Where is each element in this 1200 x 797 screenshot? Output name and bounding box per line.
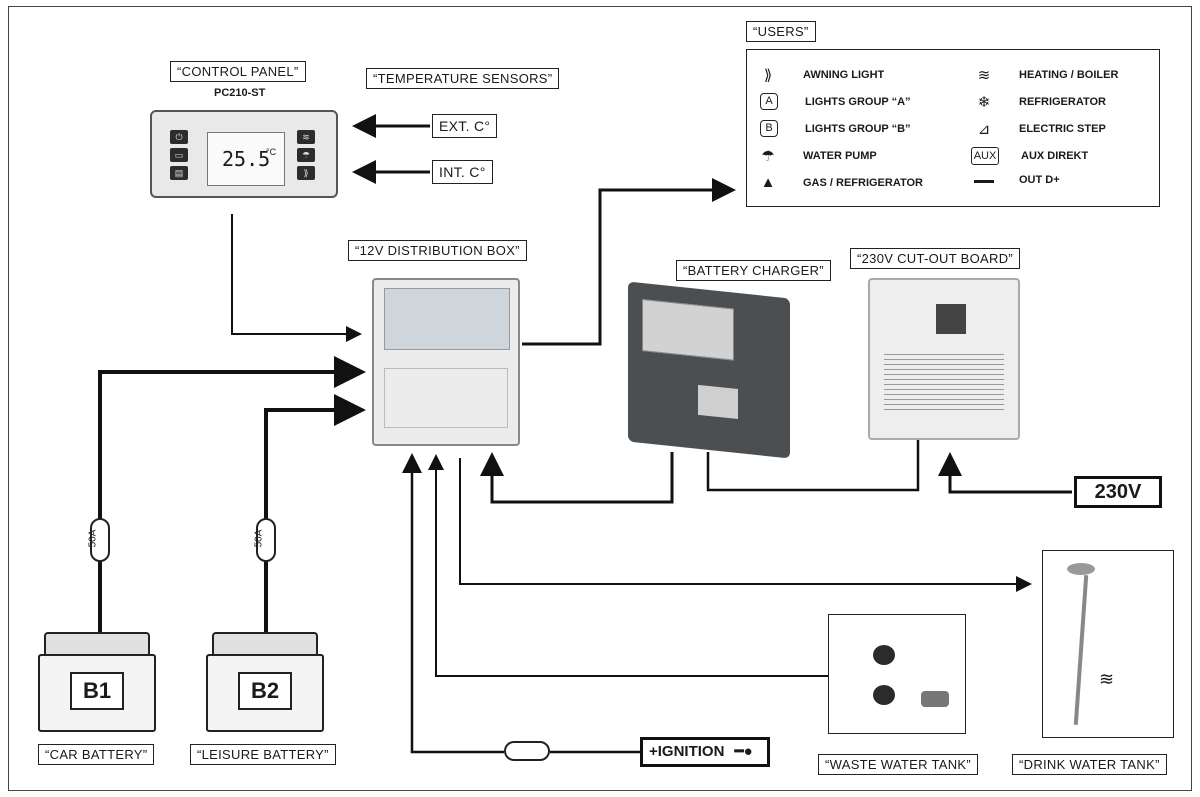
- user-label: OUT D+: [1019, 174, 1060, 186]
- user-label: AUX DIREKT: [1021, 150, 1089, 162]
- drink-tank-box: ≋: [1042, 550, 1174, 738]
- warning-icon: [698, 384, 738, 420]
- ext-temp-sensor: EXT. C°: [432, 114, 498, 138]
- panel-display: 25.5 °C: [207, 132, 285, 186]
- water-level-icon: ≋: [1099, 669, 1115, 689]
- battery-b2-label: B2: [238, 672, 292, 710]
- control-panel-model: PC210-ST: [214, 87, 266, 99]
- leisure-battery-label: “LEISURE BATTERY”: [190, 744, 336, 765]
- distribution-box-device: [372, 278, 520, 446]
- water-pump-icon: ☂: [761, 148, 775, 165]
- display-unit: °C: [266, 147, 277, 157]
- user-label: GAS / REFRIGERATOR: [803, 176, 923, 189]
- user-lights-group-b: B LIGHTS GROUP “B”: [755, 120, 911, 137]
- aux-direkt-icon: AUX: [971, 147, 999, 165]
- waste-tank-box: [828, 614, 966, 734]
- tank-sensor-icon: [921, 691, 949, 707]
- power-button-icon: ⏻: [170, 130, 188, 144]
- key-icon: ━●: [734, 743, 753, 760]
- cutout-board-device: [868, 278, 1020, 440]
- out-d-plus-icon: ▬▬: [974, 174, 994, 186]
- waste-tank-label: “WASTE WATER TANK”: [818, 754, 978, 775]
- heater-button-icon: ≋: [297, 130, 315, 144]
- awning-light-icon: ⟫: [763, 67, 773, 84]
- gas-refrigerator-icon: ▲: [760, 174, 776, 191]
- fuse-compartment: [384, 288, 510, 350]
- user-awning-light: ⟫ AWNING LIGHT: [755, 66, 884, 84]
- car-battery-label: “CAR BATTERY”: [38, 744, 155, 765]
- users-label: “USERS”: [746, 21, 816, 42]
- user-label: LIGHTS GROUP “A”: [805, 95, 911, 108]
- control-panel-device: ⏻ ▭ ▤ ≋ ☂ ⟫ 25.5 °C: [150, 110, 338, 198]
- heating-boiler-icon: ≋: [977, 67, 991, 84]
- fuse-rating-label: 50A: [253, 529, 265, 548]
- users-box: ⟫ AWNING LIGHT A LIGHTS GROUP “A” B LIGH…: [746, 49, 1160, 207]
- level-probe-icon: [873, 645, 895, 665]
- battery-terminals: [212, 632, 318, 656]
- user-label: LIGHTS GROUP “B”: [805, 122, 911, 135]
- ignition-fuse: [504, 741, 550, 761]
- fuse-leisure-battery: 50A: [253, 518, 276, 562]
- control-panel-label: “CONTROL PANEL”: [170, 61, 306, 82]
- tank-button-icon: ▤: [170, 166, 188, 180]
- temperature-sensors-label: “TEMPERATURE SENSORS”: [366, 68, 560, 89]
- electric-step-icon: ⊿: [977, 121, 991, 138]
- pump-button-icon: ☂: [297, 148, 315, 162]
- display-temperature: 25.5: [222, 147, 271, 171]
- lights-group-a-icon: A: [760, 93, 778, 110]
- leisure-battery-device: B2: [206, 632, 324, 732]
- mains-230v-input: 230V: [1074, 476, 1162, 508]
- level-probe-icon: [873, 685, 895, 705]
- user-gas-refrigerator: ▲ GAS / REFRIGERATOR: [755, 174, 923, 191]
- user-label: REFRIGERATOR: [1019, 96, 1106, 108]
- charger-plate: [642, 298, 734, 361]
- distribution-box-label: “12V DISTRIBUTION BOX”: [348, 240, 527, 261]
- wire-leisure-battery: [264, 394, 366, 640]
- wire-drink-tank: [459, 458, 1032, 592]
- tank-probe-head: [1067, 563, 1095, 575]
- fuse-rating-label: 50A: [87, 529, 99, 548]
- user-refrigerator: ❄ REFRIGERATOR: [971, 93, 1106, 111]
- wire-ignition: [412, 458, 640, 754]
- wire-charger-dist: [480, 452, 674, 504]
- ignition-label: +IGNITION: [649, 743, 725, 760]
- user-label: HEATING / BOILER: [1019, 69, 1119, 81]
- int-temp-sensor: INT. C°: [432, 160, 493, 184]
- user-label: WATER PUMP: [803, 150, 877, 162]
- breaker-switch: [936, 304, 966, 334]
- diagram-frame: [8, 6, 1192, 791]
- tank-probe-rod: [1073, 575, 1089, 725]
- user-aux-direkt: AUX AUX DIREKT: [971, 147, 1088, 165]
- wire-car-battery: [98, 356, 366, 640]
- wire-panel-dist: [231, 214, 362, 342]
- battery-button-icon: ▭: [170, 148, 188, 162]
- user-electric-step: ⊿ ELECTRIC STEP: [971, 120, 1106, 138]
- light-button-icon: ⟫: [297, 166, 315, 180]
- wire-230v: [938, 452, 1072, 494]
- distribution-box-plate: [384, 368, 508, 428]
- fuse-car-battery: 50A: [87, 518, 110, 562]
- lights-group-b-icon: B: [760, 120, 778, 137]
- battery-terminals: [44, 632, 150, 656]
- battery-b1-label: B1: [70, 672, 124, 710]
- battery-charger-label: “BATTERY CHARGER”: [676, 260, 831, 281]
- wire-cutout-charger: [706, 440, 920, 492]
- user-heating-boiler: ≋ HEATING / BOILER: [971, 66, 1119, 84]
- wire-waste-tank: [428, 454, 828, 677]
- drink-tank-label: “DRINK WATER TANK”: [1012, 754, 1167, 775]
- user-water-pump: ☂ WATER PUMP: [755, 147, 877, 165]
- user-label: AWNING LIGHT: [803, 69, 885, 81]
- ignition-input: +IGNITION ━●: [640, 737, 770, 767]
- cutout-instructions: [884, 350, 1004, 412]
- user-lights-group-a: A LIGHTS GROUP “A”: [755, 93, 911, 110]
- user-label: ELECTRIC STEP: [1019, 123, 1106, 135]
- refrigerator-icon: ❄: [977, 94, 991, 111]
- battery-charger-device: [628, 281, 790, 459]
- car-battery-device: B1: [38, 632, 156, 732]
- cutout-board-label: “230V CUT-OUT BOARD”: [850, 248, 1021, 269]
- wire-users: [522, 178, 736, 346]
- user-out-d-plus: ▬▬ OUT D+: [971, 174, 1060, 186]
